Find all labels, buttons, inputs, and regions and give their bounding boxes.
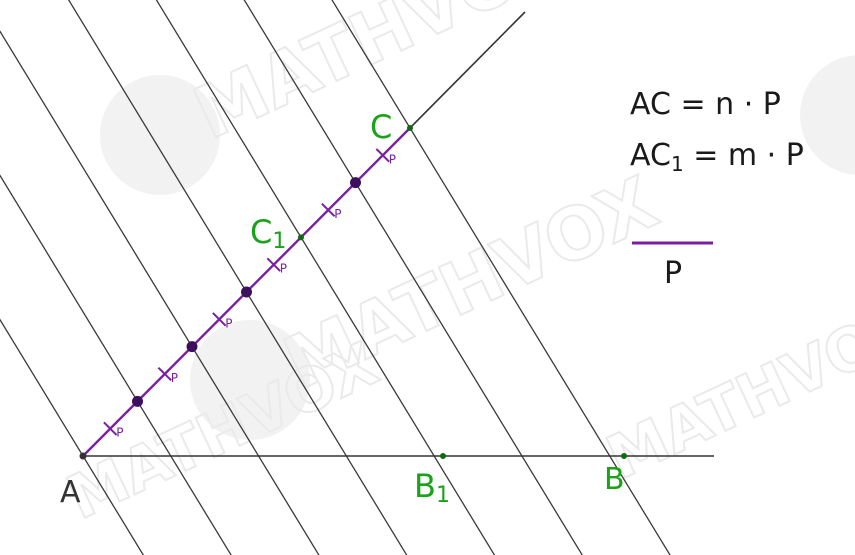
- segment-mark-label: P: [389, 152, 396, 166]
- unit-segment-label: P: [664, 256, 682, 291]
- watermark-logo-circle: [190, 320, 310, 440]
- label-b1-base: B: [414, 467, 436, 505]
- watermark-logo-circle: [100, 75, 220, 195]
- parallel-line: [67, 0, 408, 555]
- label-c1-base: C: [250, 213, 272, 251]
- tick-mark: [103, 421, 118, 436]
- formula-ac1: AC1 = m · P: [630, 138, 804, 176]
- segment-mark-label: P: [171, 371, 178, 385]
- watermark: MATHVOX MATHVOX MATHVOX MATHVOX: [56, 0, 855, 535]
- segment-mark-label: P: [116, 426, 123, 440]
- parallel-line: [331, 0, 671, 555]
- tick-mark: [321, 202, 336, 218]
- parallel-line: [0, 174, 232, 555]
- label-a: A: [60, 475, 81, 510]
- label-b1: B1: [414, 467, 450, 508]
- parallel-line: [155, 0, 496, 555]
- label-c1: C1: [250, 213, 286, 254]
- segment-mark-label: P: [334, 207, 341, 221]
- label-b: B: [604, 462, 625, 497]
- formula-ac1-sub: 1: [671, 152, 684, 176]
- tick-mark: [157, 366, 172, 382]
- tick-mark: [375, 148, 390, 163]
- division-point: [186, 341, 198, 353]
- parallel-line: [0, 30, 320, 555]
- label-b1-sub: 1: [436, 483, 450, 508]
- tick-mark: [212, 312, 227, 327]
- point-a: [79, 452, 87, 460]
- point-c: [407, 125, 413, 131]
- point-c1: [298, 234, 304, 241]
- label-c: C: [370, 108, 392, 146]
- point-b1: [440, 453, 446, 459]
- division-point: [241, 286, 252, 298]
- point-b: [621, 453, 627, 459]
- label-c1-sub: 1: [272, 229, 286, 254]
- segment-mark-label: P: [280, 262, 287, 276]
- division-points: [79, 125, 627, 460]
- watermark-text: MATHVOX: [597, 289, 855, 493]
- formula-ac1-rest: = m · P: [684, 138, 804, 173]
- parallel-line: [0, 318, 145, 555]
- ray-ac-extension: [409, 11, 526, 129]
- segment-mark-label: P: [225, 316, 232, 330]
- segment-marks: P P P P P P: [103, 148, 396, 440]
- parallel-line: [243, 0, 583, 555]
- division-point: [132, 395, 143, 407]
- parallel-lines: [0, 0, 671, 555]
- watermark-logo-circle: [800, 55, 855, 175]
- tick-mark: [266, 257, 281, 272]
- division-point: [350, 177, 361, 189]
- formula-ac1-base: AC: [630, 138, 671, 173]
- formula-ac: AC = n · P: [630, 87, 781, 122]
